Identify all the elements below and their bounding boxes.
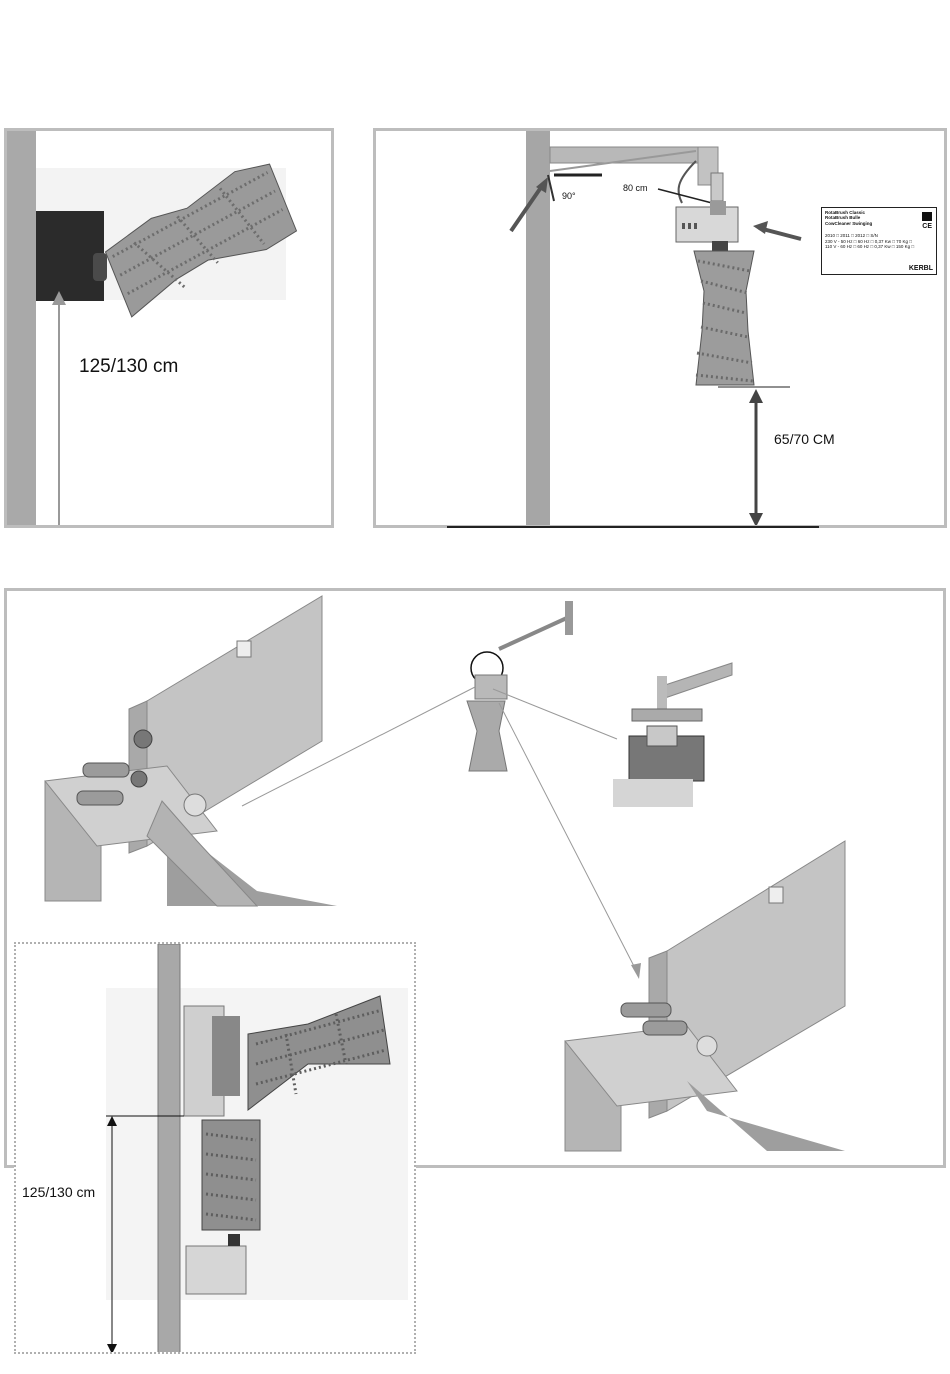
panel-wall-mount-height: 125/130 cm: [4, 128, 334, 528]
lower-brush: [202, 1120, 260, 1230]
motor-box: [676, 207, 738, 242]
motor-assembly-detail: [613, 663, 732, 807]
height-label-d: 125/130 cm: [22, 1184, 95, 1200]
pointer-right: [493, 689, 617, 739]
plate-brand: KERBL: [909, 266, 933, 271]
brush-cylinder-vertical: [694, 251, 754, 385]
arm-length-label: 80 cm: [623, 183, 648, 193]
plate-row-110: 110 V - 60 Hz □ 60 Hz □ 0,37 Kw □ 150 Kg…: [825, 244, 933, 249]
pointer-lower: [499, 703, 639, 976]
type-plate: CE RotaBrush Classic RotaBrush Bulle Cow…: [821, 207, 937, 275]
wall-post: [7, 131, 36, 528]
wall-mount-drawing: [7, 131, 334, 528]
bracket-detail-left: [45, 596, 337, 906]
side-post: [158, 944, 180, 1354]
overview-unit: [467, 601, 573, 771]
floor-line: [447, 526, 819, 528]
height-label-a: 125/130 cm: [79, 356, 178, 378]
brand-logo-icon: [922, 212, 932, 221]
panel-arm-mount-height: 90° 80 cm 65/70 CM: [373, 128, 947, 528]
bracket-detail-right: [565, 841, 845, 1151]
side-mount-drawing: [16, 944, 416, 1354]
plate-product-3: CowCleaner Swinging: [825, 221, 933, 226]
angle-label: 90°: [562, 191, 576, 201]
panel-side-mount-height: 125/130 cm: [14, 942, 416, 1354]
height-label-b: 65/70 CM: [774, 431, 835, 447]
arm-mount-drawing: [376, 131, 947, 528]
